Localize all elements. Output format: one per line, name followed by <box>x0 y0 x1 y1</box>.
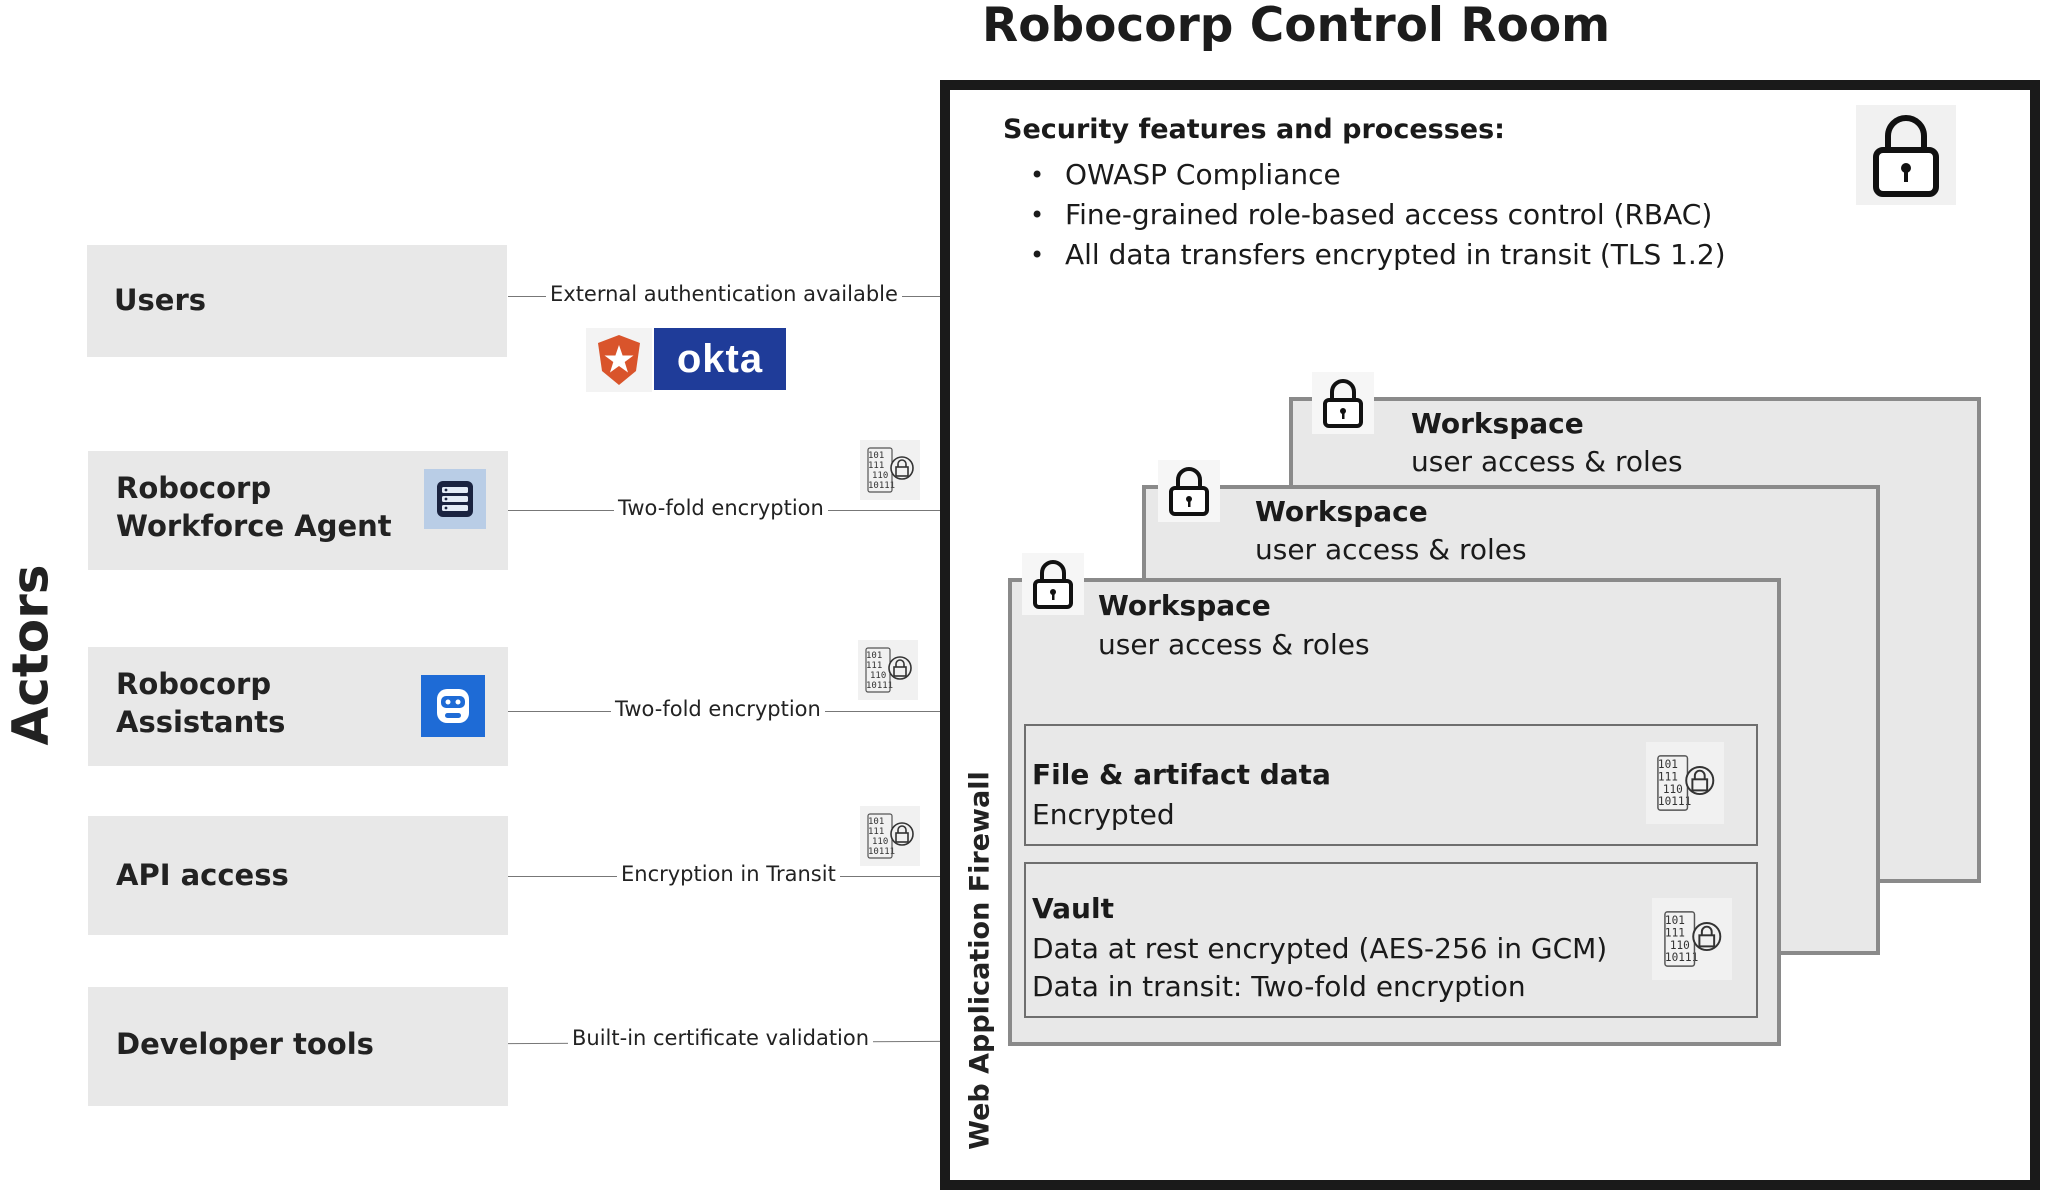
file-artifact-box: File & artifact data Encrypted 101 111 1… <box>1024 724 1758 846</box>
file-artifact-line: Encrypted <box>1032 798 1175 831</box>
actor-agent-label-line2: Workforce Agent <box>116 509 392 543</box>
vault-line-1: Data at rest encrypted (AES-256 in GCM) <box>1032 932 1608 965</box>
connector-label-agent: Two-fold encryption <box>614 496 828 520</box>
svg-text:10111: 10111 <box>868 481 895 491</box>
connector-label-api: Encryption in Transit <box>617 862 840 886</box>
okta-logo-text: okta <box>676 336 764 381</box>
svg-text:111: 111 <box>868 461 884 471</box>
svg-text:110: 110 <box>1663 783 1683 796</box>
svg-text:101: 101 <box>1658 758 1678 771</box>
actor-users-label: Users <box>114 283 207 317</box>
svg-text:110: 110 <box>872 471 888 481</box>
connector-label-devtools: Built-in certificate validation <box>568 1026 874 1050</box>
lock-icon <box>1022 553 1084 615</box>
actor-users: Users <box>87 245 507 357</box>
svg-text:101: 101 <box>1665 914 1685 927</box>
firewall-label-text: Web Application Firewall <box>964 770 996 1150</box>
svg-text:10111: 10111 <box>866 681 893 691</box>
actor-api-label: API access <box>116 858 289 892</box>
lock-icon <box>1856 105 1956 205</box>
security-list: OWASP Compliance Fine-grained role-based… <box>1030 155 1726 275</box>
connector-label-users: External authentication available <box>546 282 902 306</box>
svg-text:10111: 10111 <box>868 847 895 857</box>
security-item: All data transfers encrypted in transit … <box>1030 235 1726 275</box>
svg-text:101: 101 <box>868 451 884 461</box>
workspace-subtitle: user access & roles <box>1411 445 1683 478</box>
actor-devtools-label: Developer tools <box>116 1027 374 1061</box>
svg-text:111: 111 <box>1665 927 1685 940</box>
assistant-robot-icon <box>421 675 485 737</box>
actor-assistants: Robocorp Assistants <box>88 647 508 766</box>
workspace-subtitle: user access & roles <box>1255 533 1527 566</box>
svg-text:111: 111 <box>1658 771 1678 784</box>
lock-icon <box>1312 372 1374 434</box>
actors-label: Actors <box>1 564 59 745</box>
lock-icon <box>1158 460 1220 522</box>
actor-agent-label-line1: Robocorp <box>116 471 272 505</box>
svg-text:110: 110 <box>1670 939 1690 952</box>
security-item: OWASP Compliance <box>1030 155 1726 195</box>
actor-workforce-agent: Robocorp Workforce Agent <box>88 451 508 570</box>
svg-text:10111: 10111 <box>1665 951 1698 964</box>
binary-lock-icon: 101 111 110 10111 <box>1646 742 1724 824</box>
vault-line-2: Data in transit: Two-fold encryption <box>1032 970 1526 1003</box>
actor-api-access: API access <box>88 816 508 935</box>
actor-assistants-label-line2: Assistants <box>116 705 286 739</box>
svg-text:111: 111 <box>866 661 882 671</box>
actor-developer-tools: Developer tools <box>88 987 508 1106</box>
vault-title: Vault <box>1032 892 1114 925</box>
workspace-title: Workspace <box>1255 495 1428 528</box>
binary-lock-icon: 101 111 110 10111 <box>858 640 918 700</box>
auth0-logo <box>586 328 652 392</box>
connector-label-assistants: Two-fold encryption <box>611 697 825 721</box>
svg-text:101: 101 <box>868 817 884 827</box>
workspace-title: Workspace <box>1411 407 1584 440</box>
workspace-title: Workspace <box>1098 589 1271 622</box>
actors-label-text: Actors <box>1 564 60 746</box>
svg-text:10111: 10111 <box>1658 795 1691 808</box>
security-title: Security features and processes: <box>1003 114 1505 145</box>
svg-text:110: 110 <box>872 837 888 847</box>
binary-lock-icon: 101 111 110 10111 <box>860 806 920 866</box>
page-title: Robocorp Control Room <box>982 0 1611 53</box>
server-icon <box>424 469 486 529</box>
binary-lock-icon: 101 111 110 10111 <box>860 440 920 500</box>
file-artifact-title: File & artifact data <box>1032 758 1331 791</box>
svg-text:111: 111 <box>868 827 884 837</box>
binary-lock-icon: 101 111 110 10111 <box>1652 898 1732 980</box>
firewall-label: Web Application Firewall <box>952 760 1008 1160</box>
actor-assistants-label-line1: Robocorp <box>116 667 272 701</box>
vault-box: Vault Data at rest encrypted (AES-256 in… <box>1024 862 1758 1018</box>
workspace-subtitle: user access & roles <box>1098 628 1370 661</box>
security-item: Fine-grained role-based access control (… <box>1030 195 1726 235</box>
svg-text:101: 101 <box>866 651 882 661</box>
okta-logo: okta <box>654 328 786 390</box>
svg-text:110: 110 <box>870 671 886 681</box>
